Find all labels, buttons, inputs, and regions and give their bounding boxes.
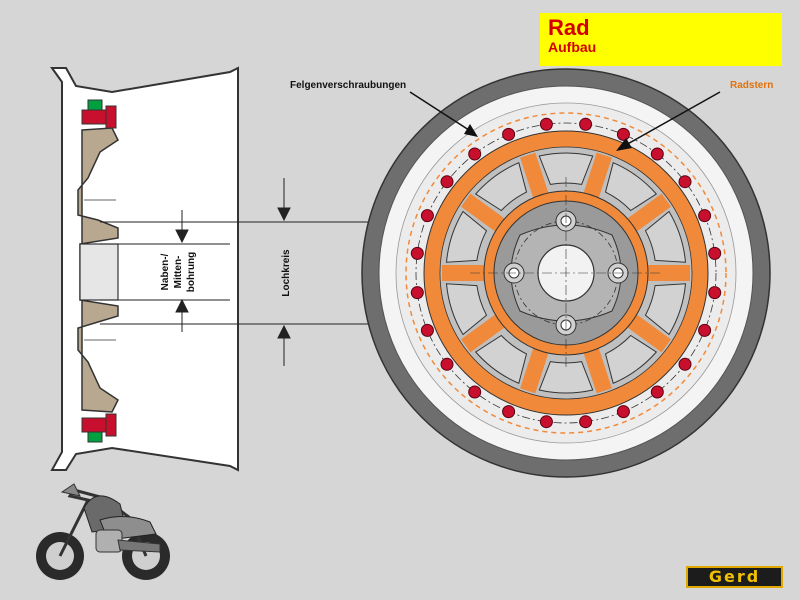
rim-bolt [698,323,712,337]
spoke [460,313,507,353]
rim-bolt [579,415,593,429]
rim-bolt [410,286,424,300]
spoke-window [445,283,488,336]
subtitle: Aufbau [548,39,597,55]
rim-bolt [708,286,722,300]
title-box: Rad Aufbau [540,13,782,66]
rim-bolt [698,209,712,223]
rim-bolt [502,127,516,141]
spoke-window [445,210,488,263]
rim-bolt [616,127,630,141]
spoke [460,193,507,233]
rim-bolt [420,209,434,223]
motorcycle-illustration [36,483,170,580]
rim-bolt [502,405,516,419]
rim-bolt-circle [415,122,717,424]
spoke-window [644,283,687,336]
gerd-logo: Gerd [686,566,783,588]
spokes [442,152,690,394]
spoke [625,193,672,233]
rim-bolt [678,357,692,371]
top-bolt [81,99,117,129]
spoke [520,346,549,394]
spoke-window [644,210,687,263]
wheel-star-label: Radstern [730,80,773,91]
spoke-window [538,152,594,185]
rim-bolt [468,385,482,399]
wheel-front-view [361,68,771,478]
spoke [583,152,612,200]
bottom-bolt [81,413,117,443]
rim-bolt [440,175,454,189]
spoke-window [604,162,658,212]
spoke-window [538,361,594,394]
rim-cross-section [50,66,239,472]
rim-bolt [468,147,482,161]
rim-bolt [616,405,630,419]
rim-bolts-label: Felgenverschraubungen [290,80,406,91]
rim-bolt [410,246,424,260]
rim-bolt [678,175,692,189]
bolt-circle-label: Lochkreis [281,249,292,297]
rim-bolt [539,415,553,429]
pointer-arrows [409,91,721,151]
rim-bolt [539,117,553,131]
spoke-window [474,334,528,384]
spoke [583,346,612,394]
hub-bore-label-1: Naben-/ [160,253,171,290]
rim-bolts [410,117,722,429]
spoke-window [474,162,528,212]
logo-text: Gerd [708,567,761,586]
title: Rad [548,15,590,40]
rim-bolt [708,246,722,260]
spoke [520,152,549,200]
spoke [625,313,672,353]
rim-bolt [420,323,434,337]
rim-bolt [440,357,454,371]
rim-bolt [650,385,664,399]
hub-bore-label-3: bohrung [186,252,197,293]
rim-bolt [579,117,593,131]
hub-bore-label-2: Mitten- [173,256,184,289]
rim-bolt [650,147,664,161]
orange-dashed-circle [405,112,727,434]
spoke-window [604,334,658,384]
